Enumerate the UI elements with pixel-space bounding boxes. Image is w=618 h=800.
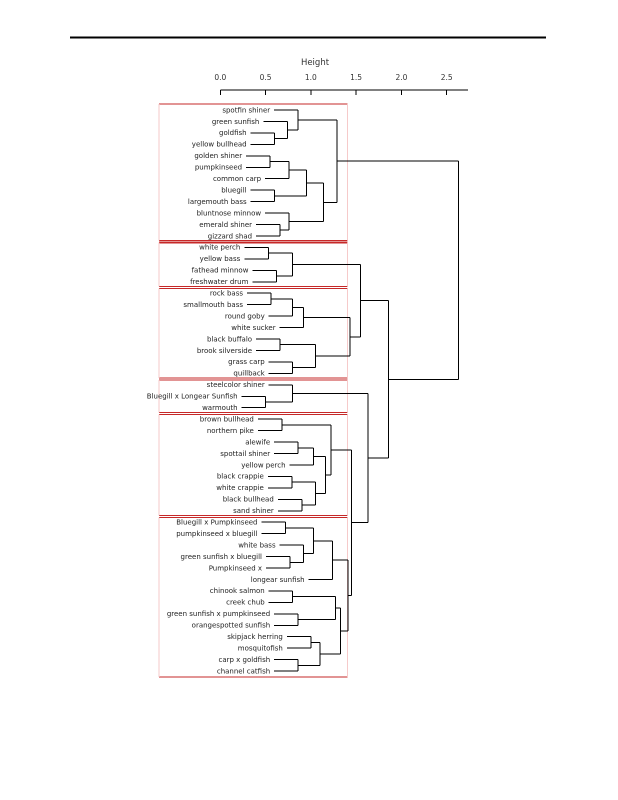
leaf-label: bluegill [221, 186, 246, 194]
leaf-label: skipjack herring [227, 633, 283, 641]
tick-label: 1.5 [350, 73, 362, 82]
leaf-label: smallmouth bass [183, 301, 243, 309]
tick-label: 2.0 [395, 73, 407, 82]
leaf-label: black crappie [217, 473, 264, 481]
tick-label: 0.5 [260, 73, 272, 82]
leaf-label: yellow bullhead [192, 141, 247, 149]
leaf-label: yellow perch [241, 461, 285, 469]
leaf-label: pumpkinseed x bluegill [176, 530, 257, 538]
leaf-label: quillback [233, 370, 265, 378]
leaf-label: yellow bass [200, 255, 241, 263]
leaf-label: white sucker [231, 324, 275, 332]
leaf-label: white crappie [216, 484, 264, 492]
leaf-label: channel catfish [217, 667, 270, 675]
leaf-label: pumpkinseed [195, 164, 242, 172]
leaf-label: fathead minnow [192, 267, 249, 275]
leaf-label: grass carp [228, 358, 265, 366]
leaf-label: white perch [199, 244, 240, 252]
leaf-label: golden shiner [194, 152, 242, 160]
axis-title: Height [301, 58, 330, 68]
height-axis: 0.0 0.5 1.0 1.5 2.0 2.5 [214, 73, 468, 95]
leaf-label: steelcolor shiner [207, 381, 265, 389]
leaf-label: common carp [213, 175, 262, 183]
leaf-label: gizzard shad [208, 232, 252, 240]
leaf-label: warmouth [202, 404, 238, 412]
leaf-label: orangespotted sunfish [192, 622, 271, 630]
leaf-label: brown bullhead [200, 415, 254, 423]
leaf-label: spottail shiner [220, 450, 270, 458]
leaf-label: Bluegill x Longear Sunfish [147, 393, 238, 401]
leaf-label: black bullhead [223, 496, 274, 504]
leaf-label: longear sunfish [251, 576, 305, 584]
leaf-label: creek chub [226, 599, 265, 607]
leaf-label: goldfish [219, 129, 247, 137]
leaf-label: emerald shiner [199, 221, 252, 229]
dendrogram-tree [241, 109, 459, 672]
leaf-label: Pumpkinseed x [209, 564, 262, 572]
leaf-label: Bluegill x Pumpkinseed [176, 519, 257, 527]
tick-label: 0.0 [214, 73, 226, 82]
leaf-label: mosquitofish [238, 644, 283, 652]
leaf-label: white bass [238, 541, 276, 549]
tick-label: 1.0 [305, 73, 317, 82]
leaf-label: green sunfish x bluegill [181, 553, 263, 561]
leaf-label: green sunfish x pumpkinseed [167, 610, 270, 618]
leaf-label: green sunfish [212, 118, 259, 126]
leaf-label: carp x goldfish [219, 656, 271, 664]
leaf-label: northern pike [207, 427, 254, 435]
leaf-label: bluntnose minnow [197, 209, 262, 217]
tick-label: 2.5 [441, 73, 453, 82]
leaf-label: alewife [245, 438, 270, 446]
leaf-label: largemouth bass [188, 198, 247, 206]
leaf-label: brook silverside [197, 347, 252, 355]
leaf-label: black buffalo [207, 335, 252, 343]
cluster-boxes [158, 103, 348, 678]
leaf-label: chinook salmon [210, 587, 265, 595]
leaf-label: spotfin shiner [222, 106, 270, 114]
leaf-label: sand shiner [233, 507, 274, 515]
leaf-label: round goby [225, 312, 265, 320]
leaf-labels: spotfin shiner green sunfish goldfish yello… [147, 106, 305, 675]
leaf-label: rock bass [210, 290, 244, 298]
leaf-label: freshwater drum [190, 278, 249, 286]
